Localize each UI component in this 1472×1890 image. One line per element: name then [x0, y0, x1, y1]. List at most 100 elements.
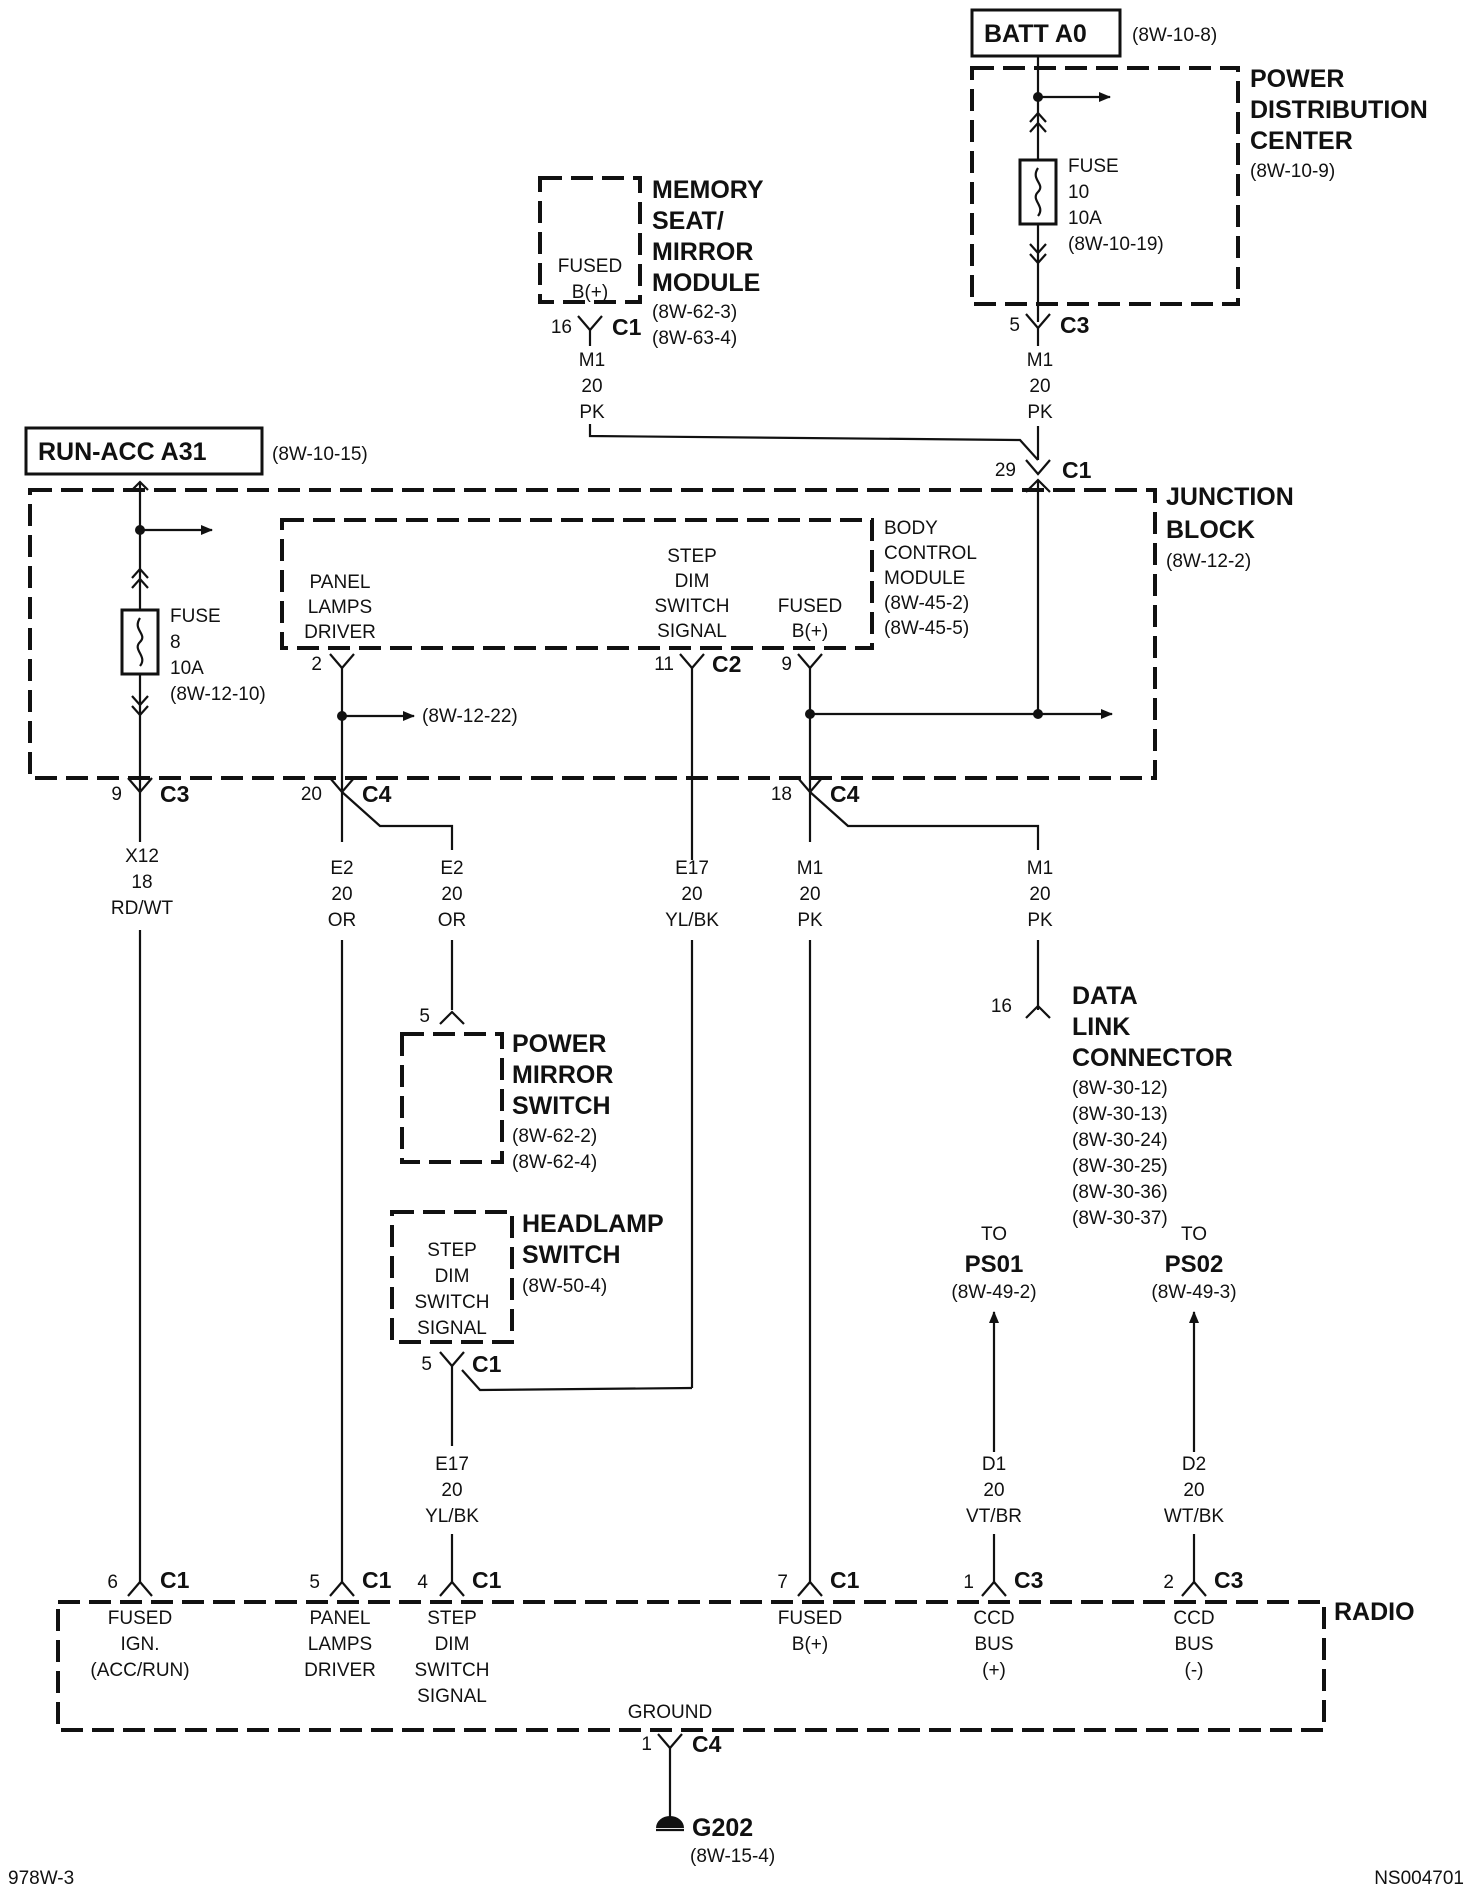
- radio-fused-ign-2: IGN.: [120, 1634, 159, 1655]
- run-acc-a31-box: [24, 426, 264, 476]
- jb-fuse-number: 8: [170, 632, 181, 653]
- pdc-fuse-cavity-top-icon: [1029, 111, 1047, 133]
- bcm-title-4: (8W-45-2): [884, 593, 969, 614]
- dlc-title-2: LINK: [1072, 1013, 1130, 1041]
- pdc-title-1: POWER: [1250, 65, 1344, 93]
- e17a-wire-gauge: 20: [681, 884, 702, 905]
- radio-c1-5-pin: 5: [309, 1572, 320, 1593]
- radio-c1-5-connector-icon: [329, 1580, 355, 1597]
- radio-panel-1: PANEL: [310, 1608, 371, 1629]
- dlc-ref-3: (8W-30-24): [1072, 1130, 1168, 1151]
- radio-panel-3: DRIVER: [304, 1660, 376, 1681]
- memory-seat-wire-to-jb: [588, 424, 1039, 461]
- dlc-ref-6: (8W-30-37): [1072, 1208, 1168, 1229]
- batt-a0-ref: (8W-10-8): [1132, 25, 1217, 46]
- m1a-wire-color: PK: [797, 910, 823, 931]
- pdc-fuse-rating: 10A: [1068, 208, 1102, 229]
- run-acc-a31-label: RUN-ACC A31: [38, 438, 207, 466]
- e17a-wire-color: YL/BK: [665, 910, 719, 931]
- x12-wire-color: RD/WT: [111, 898, 174, 919]
- batt-a0-box: [970, 8, 1122, 58]
- memory-seat-fused: FUSED: [558, 256, 622, 277]
- jb-fuse-rating: 10A: [170, 658, 204, 679]
- radio-c1-6-pin: 6: [107, 1572, 118, 1593]
- jb-c1-pin: 29: [995, 460, 1016, 481]
- pdc-c3-pin: 5: [1009, 315, 1020, 336]
- power-mirror-switch-box: [400, 1032, 504, 1164]
- e2b-branch: [341, 791, 454, 850]
- radio-c3-2-name: C3: [1214, 1567, 1243, 1593]
- bcm-step-1: STEP: [667, 546, 717, 567]
- radio-c3-2-pin: 2: [1163, 1572, 1174, 1593]
- radio-fused-ign-1: FUSED: [108, 1608, 172, 1629]
- bcm-pin2: 2: [311, 654, 322, 675]
- jb-c4b-pin: 18: [771, 784, 792, 805]
- dlc-title-3: CONNECTOR: [1072, 1044, 1233, 1072]
- ps01-ref: (8W-49-2): [951, 1282, 1036, 1303]
- pdc-title-2: DISTRIBUTION: [1250, 96, 1428, 124]
- bcm-step-3: SWITCH: [655, 596, 730, 617]
- ps02-to: TO: [1181, 1224, 1207, 1245]
- junction-block-box: [28, 488, 1157, 780]
- jb-fuse-cavity-bottom-icon: [131, 695, 149, 717]
- memory-seat-c1-pin: 16: [551, 317, 572, 338]
- pdc-wire-color: PK: [1027, 402, 1053, 423]
- radio-fused-2: B(+): [792, 1634, 828, 1655]
- radio-c1-7-name: C1: [830, 1567, 860, 1593]
- hls-c1-connector-icon: [439, 1351, 465, 1368]
- radio-ccd-minus-1: CCD: [1173, 1608, 1214, 1629]
- pms-title-1: POWER: [512, 1030, 606, 1058]
- bcm-panel-1: PANEL: [310, 572, 371, 593]
- pdc-c3-name: C3: [1060, 312, 1089, 338]
- pdc-fuse-ref: (8W-10-19): [1068, 234, 1164, 255]
- memory-seat-box: [538, 176, 642, 304]
- bcm-pin11-connector-icon: [679, 653, 705, 670]
- memory-seat-title-1: MEMORY: [652, 176, 764, 204]
- jb-splice-ref: (8W-12-22): [422, 706, 518, 727]
- radio-c1-4-connector-icon: [439, 1580, 465, 1597]
- pdc-fuse-element-icon: [1034, 167, 1042, 217]
- radio-ground-label: GROUND: [628, 1702, 712, 1723]
- d1-wire-color: VT/BR: [966, 1506, 1022, 1527]
- radio-c1-6-name: C1: [160, 1567, 190, 1593]
- pdc-fuse-cavity-bottom-icon: [1029, 243, 1047, 265]
- run-acc-a31-ref: (8W-10-15): [272, 444, 368, 465]
- radio-c1-4-name: C1: [472, 1567, 502, 1593]
- radio-c3-2-connector-icon: [1181, 1580, 1207, 1597]
- jb-c1-name: C1: [1062, 457, 1092, 483]
- pdc-wire-gauge: 20: [1029, 376, 1050, 397]
- g202-ref: (8W-15-4): [690, 1846, 775, 1867]
- pms-title-2: MIRROR: [512, 1061, 613, 1089]
- dlc-ref-5: (8W-30-36): [1072, 1182, 1168, 1203]
- pdc-fuse-name: FUSE: [1068, 156, 1119, 177]
- pdc-box: [970, 66, 1240, 306]
- bcm-fused-2: B(+): [792, 621, 828, 642]
- radio-ccd-minus-2: BUS: [1174, 1634, 1213, 1655]
- m1a-wire-gauge: 20: [799, 884, 820, 905]
- jb-fuse-cavity-top-icon: [131, 567, 149, 589]
- jb-c3-name: C3: [160, 781, 189, 807]
- hls-c1-name: C1: [472, 1351, 502, 1377]
- memory-seat-c1-connector-icon: [577, 315, 603, 332]
- m1b-wire-color: PK: [1027, 910, 1053, 931]
- pdc-title-3: CENTER: [1250, 127, 1353, 155]
- bcm-pin9: 9: [781, 654, 792, 675]
- x12-wire-gauge: 18: [131, 872, 152, 893]
- bcm-pin11: 11: [654, 654, 674, 675]
- pdc-fuse-number: 10: [1068, 182, 1089, 203]
- bcm-box: [280, 518, 874, 650]
- junction-block-title-1: JUNCTION: [1166, 483, 1294, 511]
- radio-ccd-minus-3: (-): [1185, 1660, 1204, 1681]
- pdc-wire-code: M1: [1027, 350, 1053, 371]
- radio-fused-ign-3: (ACC/RUN): [90, 1660, 189, 1681]
- e17a-wire-to-headlamp: [461, 1369, 693, 1392]
- d2-wire-gauge: 20: [1183, 1480, 1204, 1501]
- bcm-panel-2: LAMPS: [308, 597, 372, 618]
- pms-pin: 5: [419, 1006, 430, 1027]
- bcm-panel-3: DRIVER: [304, 622, 376, 643]
- batt-a0-label: BATT A0: [984, 20, 1087, 48]
- d1-wire-code: D1: [982, 1454, 1006, 1475]
- ps01-to: TO: [981, 1224, 1007, 1245]
- dlc-ref-1: (8W-30-12): [1072, 1078, 1168, 1099]
- ps02-name: PS02: [1165, 1251, 1224, 1278]
